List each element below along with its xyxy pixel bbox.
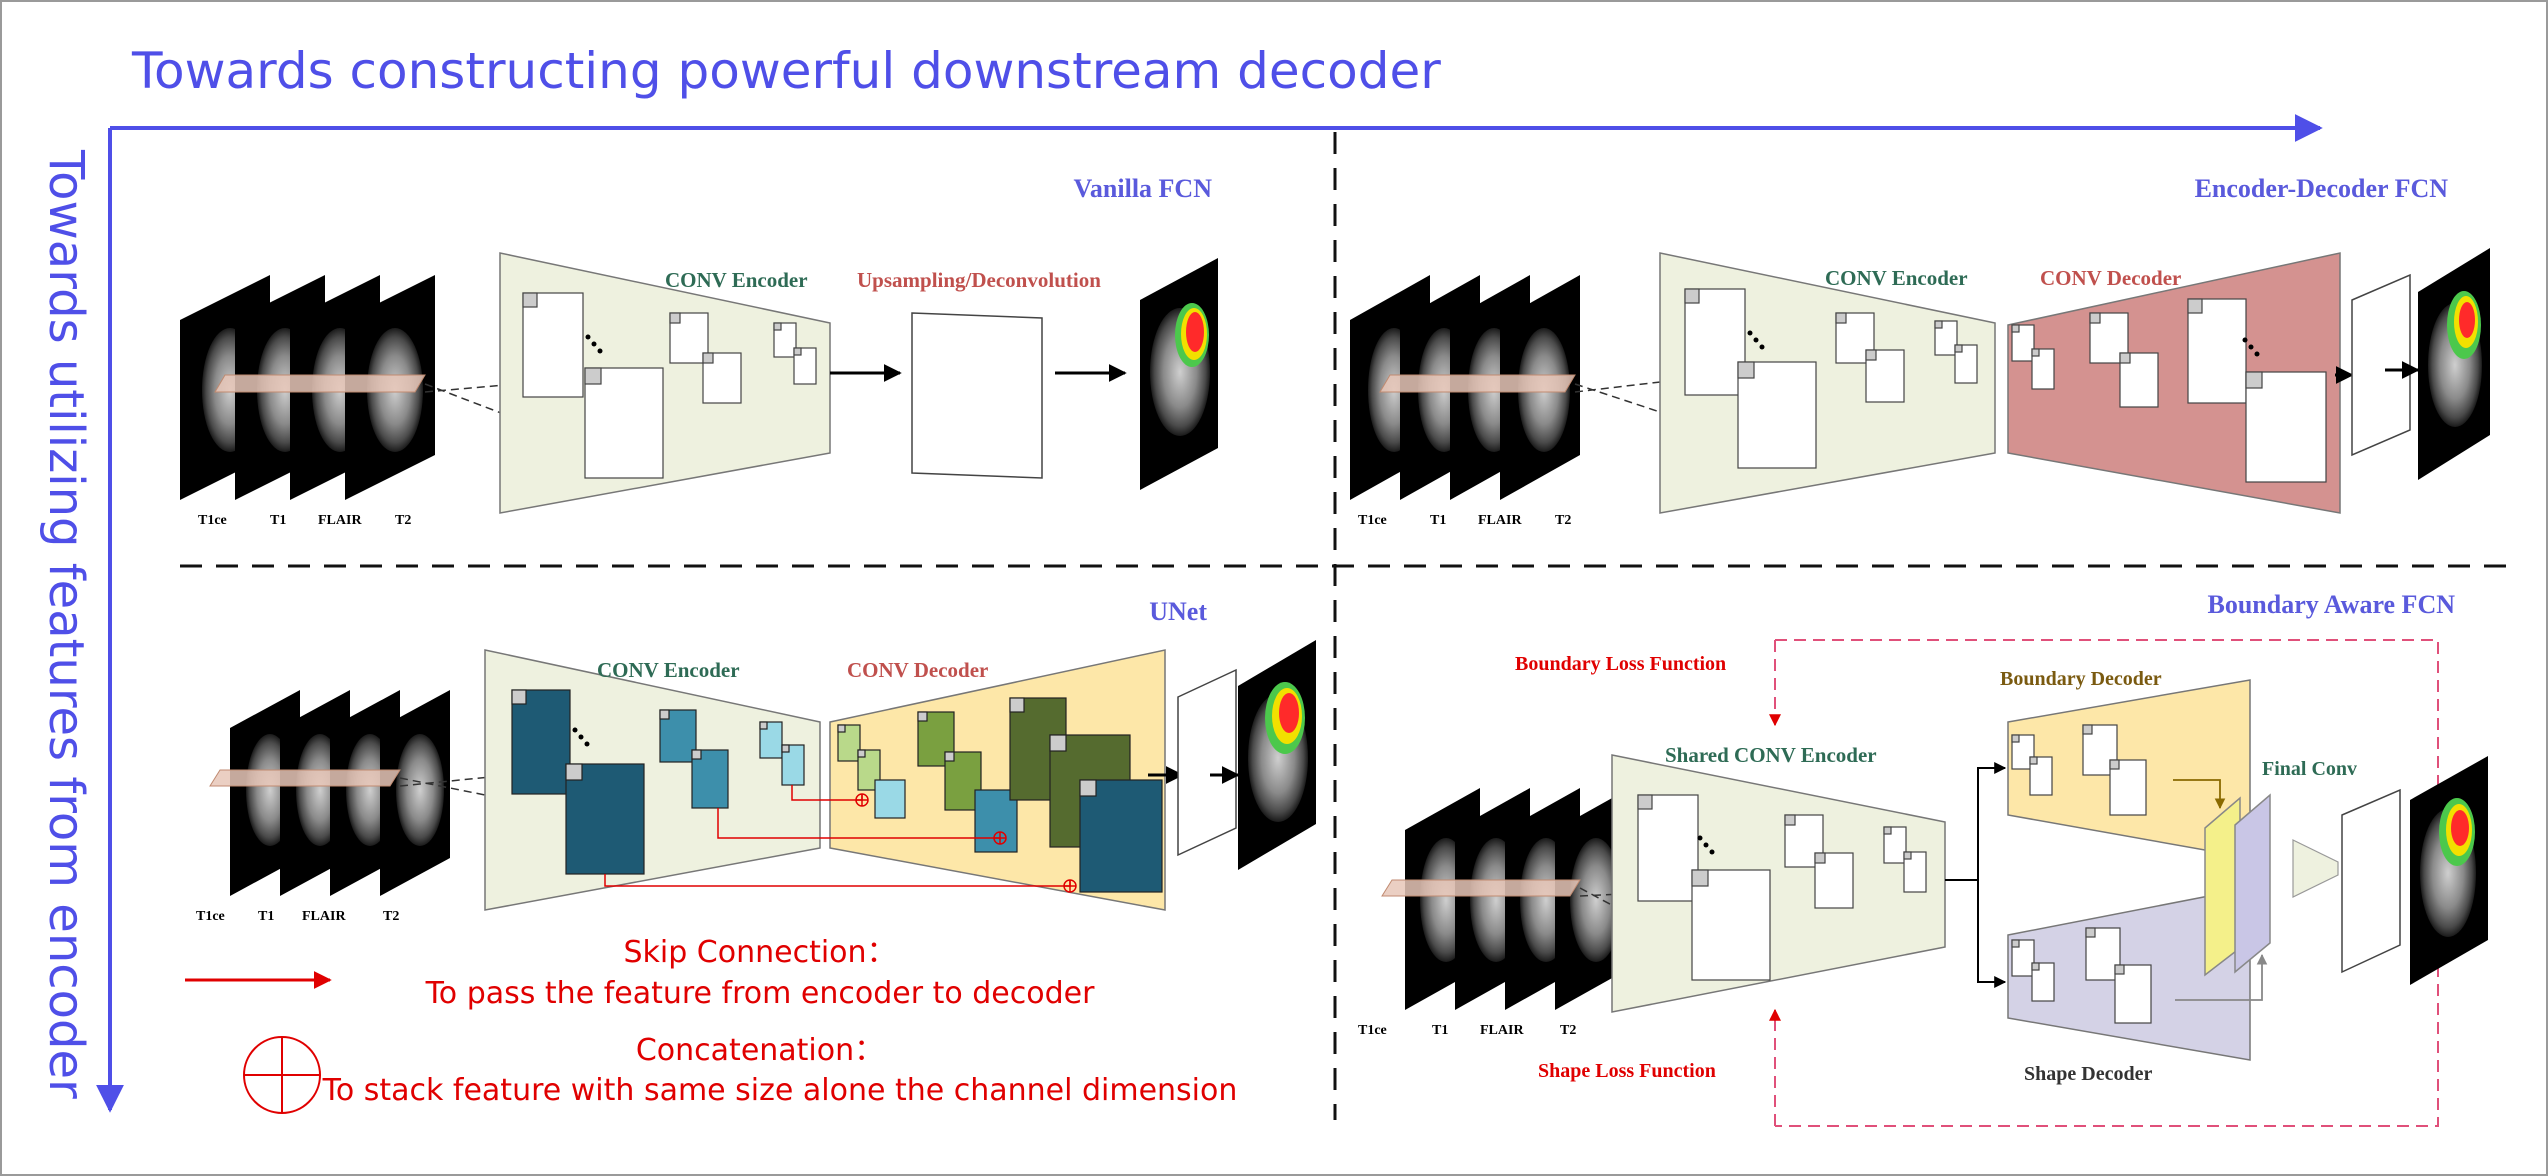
upsampling-label: Upsampling/Deconvolution xyxy=(857,268,1101,292)
segmentation-output xyxy=(2418,248,2490,480)
boundary-decoder-feature-maps xyxy=(2011,724,2147,816)
modality-label-flair: FLAIR xyxy=(318,513,362,528)
modality-label-t1: T1 xyxy=(1432,1023,1448,1038)
final-conv-block xyxy=(2292,839,2339,898)
encoder-label: CONV Encoder xyxy=(665,268,808,292)
mri-input-stack xyxy=(209,690,450,896)
modality-label-flair: FLAIR xyxy=(1478,513,1522,528)
decoder-feature-maps xyxy=(837,697,1163,893)
modality-label-t2: T2 xyxy=(383,909,399,924)
upsampling-block xyxy=(911,312,1043,479)
concat-symbols xyxy=(855,793,1077,893)
modality-label-t2: T2 xyxy=(1560,1023,1576,1038)
shape-feature-stack xyxy=(2234,793,2271,974)
concatenation-description: To stack feature with same size alone th… xyxy=(322,1073,1238,1108)
segmentation-output xyxy=(2410,756,2488,985)
modality-label-t2: T2 xyxy=(1555,513,1571,528)
encoder-label: CONV Encoder xyxy=(1825,266,1968,290)
modality-label-t1ce: T1ce xyxy=(196,909,225,924)
decoder-label: CONV Decoder xyxy=(2040,266,2181,290)
loss-feedback-loop xyxy=(1769,639,2439,1127)
final-conv-label: Final Conv xyxy=(2262,758,2357,780)
panel-boundary-aware-fcn: Boundary Aware FCN Boundary Loss Functio… xyxy=(1358,590,2488,1127)
panel-unet: UNet T1ce T1 FLAIR T2 CONV Encoder CONV … xyxy=(196,597,1316,924)
encoder-feature-maps xyxy=(511,689,805,875)
legend: Skip Connection： To pass the feature fro… xyxy=(185,935,1238,1114)
boundary-loss-label: Boundary Loss Function xyxy=(1515,653,1726,675)
decoder-label: CONV Decoder xyxy=(847,658,988,682)
segmentation-output xyxy=(1140,258,1218,490)
decoder-feature-maps xyxy=(2011,298,2327,483)
concatenation-legend-icon xyxy=(243,1036,321,1114)
modality-label-t1: T1 xyxy=(1430,513,1446,528)
modality-label-t1: T1 xyxy=(270,513,286,528)
mri-input-stack xyxy=(180,275,435,500)
panel-title: Boundary Aware FCN xyxy=(2208,590,2456,619)
mri-input-stack xyxy=(1350,275,1580,500)
modality-label-t1ce: T1ce xyxy=(1358,1023,1387,1038)
modality-label-t2: T2 xyxy=(395,513,411,528)
encoder-feature-maps xyxy=(1637,794,1927,981)
concatenation-title: Concatenation： xyxy=(636,1033,884,1068)
feature-maps xyxy=(522,292,817,479)
panel-encoder-decoder-fcn: Encoder-Decoder FCN T1ce T1 FLAIR T2 CON… xyxy=(1350,174,2490,528)
output-conv-block xyxy=(2351,273,2411,457)
boundary-decoder-label: Boundary Decoder xyxy=(2000,668,2162,690)
skip-connection-description: To pass the feature from encoder to deco… xyxy=(425,976,1095,1011)
panel-title: UNet xyxy=(1149,597,1207,626)
shape-loss-label: Shape Loss Function xyxy=(1538,1060,1716,1082)
segmentation-output xyxy=(1238,640,1316,870)
encoder-feature-maps xyxy=(1684,288,1978,469)
shape-decoder-feature-maps xyxy=(2011,927,2152,1024)
encoder-label: CONV Encoder xyxy=(597,658,740,682)
panel-vanilla-fcn: Vanilla FCN T1ce T1 FLAIR T2 CONV Encode… xyxy=(180,174,1218,528)
vertical-axis-title: Towards utilizing features from encoder xyxy=(38,149,94,1099)
shape-decoder-label: Shape Decoder xyxy=(2024,1063,2152,1085)
panel-title: Vanilla FCN xyxy=(1074,174,1213,203)
modality-label-t1ce: T1ce xyxy=(198,513,227,528)
modality-label-flair: FLAIR xyxy=(1480,1023,1524,1038)
shared-encoder-label: Shared CONV Encoder xyxy=(1665,743,1877,767)
axes: Towards constructing powerful downstream… xyxy=(38,42,2323,1113)
output-conv-block xyxy=(1177,668,1237,857)
panel-title: Encoder-Decoder FCN xyxy=(2195,174,2449,203)
modality-label-t1: T1 xyxy=(258,909,274,924)
horizontal-axis-title: Towards constructing powerful downstream… xyxy=(131,42,1441,100)
modality-label-flair: FLAIR xyxy=(302,909,346,924)
output-conv-block xyxy=(2341,788,2401,974)
mri-input-stack xyxy=(1381,788,1630,1010)
modality-label-t1ce: T1ce xyxy=(1358,513,1387,528)
skip-connection-title: Skip Connection： xyxy=(623,935,896,970)
